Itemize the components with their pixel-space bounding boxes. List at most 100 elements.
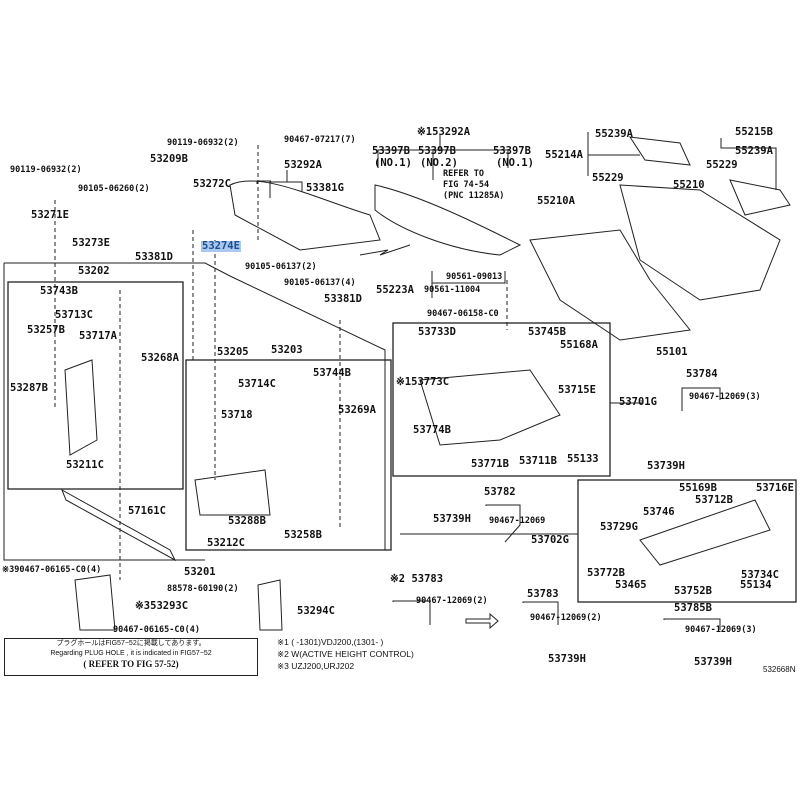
label-90467-12069-2-right: 90467-12069(2): [530, 613, 602, 623]
label-53381G: 53381G: [306, 182, 344, 194]
label-90119-06932-left: 90119-06932(2): [10, 165, 82, 175]
label-53716E: 53716E: [756, 482, 794, 494]
label-53271E: 53271E: [31, 209, 69, 221]
label-53273E: 53273E: [72, 237, 110, 249]
label-55223A: 55223A: [376, 284, 414, 296]
label-53209B: 53209B: [150, 153, 188, 165]
note-3: ※3 UZJ200,URJ202: [277, 661, 355, 671]
label-90467-12069-2-left: 90467-12069(2): [416, 596, 488, 606]
label-90467-06158-c0: 90467-06158-C0: [427, 309, 499, 319]
part-153292A-shape: [374, 184, 522, 256]
part-53711B-shape: [419, 369, 561, 446]
label-53782: 53782: [484, 486, 516, 498]
label-353293C: ※353293C: [135, 600, 189, 612]
part-53212C-shape: [194, 469, 271, 516]
label-53772B: 53772B: [587, 567, 625, 579]
label-53397B-no1-left-suffix: (NO.1): [374, 157, 412, 169]
label-90467-12069-3-bottom: 90467-12069(3): [685, 625, 757, 635]
label-88578-60190: 88578-60190(2): [167, 584, 239, 594]
label-53205: 53205: [217, 346, 249, 358]
label-53397B-no1-right: 53397B: [493, 145, 531, 157]
label-53272C: 53272C: [193, 178, 231, 190]
label-53257B: 53257B: [27, 324, 65, 336]
group-box-53702G: [577, 479, 797, 603]
label-53752B: 53752B: [674, 585, 712, 597]
label-90561-09013: 90561-09013: [446, 272, 503, 282]
label-53287B: 53287B: [10, 382, 48, 394]
part-53712B-shape: [639, 499, 771, 566]
label-53201: 53201: [184, 566, 216, 578]
part-57161C-shape: [61, 488, 177, 562]
note-2: ※2 W(ACTIVE HEIGHT CONTROL): [277, 649, 414, 659]
plug-hole-note-box: プラグホールはFIG57−52に掲載してあります。 Regarding PLUG…: [4, 638, 258, 676]
label-55239A-left: 55239A: [595, 128, 633, 140]
label-53397B-no1-left: 53397B: [372, 145, 410, 157]
label-55215B: 55215B: [735, 126, 773, 138]
label-53739H-a: 53739H: [647, 460, 685, 472]
label-53268A: 53268A: [141, 352, 179, 364]
label-53465: 53465: [615, 579, 647, 591]
arrow-53292A: [359, 244, 411, 256]
note-1: ※1 ( -1301)VDJ200,(1301- ): [277, 637, 384, 647]
label-53202: 53202: [78, 265, 110, 277]
label-55214A: 55214A: [545, 149, 583, 161]
label-53203: 53203: [271, 344, 303, 356]
label-153292A: ※153292A: [417, 126, 471, 138]
label-53397B-no2-suffix: (NO.2): [420, 157, 458, 169]
label-53381D-b: 53381D: [324, 293, 362, 305]
label-53713C: 53713C: [55, 309, 93, 321]
label-53774B: 53774B: [413, 424, 451, 436]
label-90105-06137-2: 90105-06137(2): [245, 262, 317, 272]
label-90467-12069-3-top: 90467-12069(3): [689, 392, 761, 402]
label-153773C: ※153773C: [396, 376, 450, 388]
label-53718: 53718: [221, 409, 253, 421]
label-90467-06165-c0: 90467-06165-C0(4): [113, 625, 200, 635]
label-55133: 55133: [567, 453, 599, 465]
group-box-53202: [7, 281, 184, 490]
part-53211C-shape: [64, 359, 98, 456]
arrow-53783: [465, 612, 499, 630]
label-53746: 53746: [643, 506, 675, 518]
plug-hole-note-reference: ( REFER TO FIG 57-52): [83, 659, 179, 669]
label-55229-left: 55229: [592, 172, 624, 184]
label-53397B-no1-right-suffix: (NO.1): [496, 157, 534, 169]
label-refer-fig-74-54: FIG 74-54: [443, 180, 490, 190]
label-90561-11004: 90561-11004: [424, 285, 481, 295]
label-53715E: 53715E: [558, 384, 596, 396]
part-55214A-shape: [628, 136, 691, 166]
label-53701G: 53701G: [619, 396, 657, 408]
label-53739H-d: 53739H: [694, 656, 732, 668]
label-53258B: 53258B: [284, 529, 322, 541]
label-53712B: 53712B: [695, 494, 733, 506]
label-55239A-right: 55239A: [735, 145, 773, 157]
label-253783: ※2 53783: [390, 573, 444, 585]
label-55229-right: 55229: [706, 159, 738, 171]
plug-hole-note-english: Regarding PLUG HOLE , it is indicated in…: [50, 650, 212, 657]
label-53381D: 53381D: [135, 251, 173, 263]
part-53292A-shape: [229, 180, 381, 251]
label-55168A: 55168A: [560, 339, 598, 351]
label-53292A: 53292A: [284, 159, 322, 171]
figure-id: 532668N: [763, 665, 796, 674]
label-90119-06932-top: 90119-06932(2): [167, 138, 239, 148]
part-53294C-shape: [257, 579, 283, 631]
label-53212C: 53212C: [207, 537, 245, 549]
label-90105-06137-4: 90105-06137(4): [284, 278, 356, 288]
group-box-53203: [185, 359, 392, 551]
label-53739H-b: 53739H: [433, 513, 471, 525]
label-refer-to: REFER TO: [443, 169, 484, 179]
label-55134: 55134: [740, 579, 772, 591]
label-90105-06260: 90105-06260(2): [78, 184, 150, 194]
label-90467-12069: 90467-12069: [489, 516, 546, 526]
group-box-53701G: [392, 322, 611, 477]
label-53274E-highlighted[interactable]: 53274E: [201, 240, 241, 252]
group-box-53201: [3, 263, 205, 561]
label-90467-07217: 90467-07217(7): [284, 135, 356, 145]
group-box-53202-outer: [4, 262, 386, 550]
label-53745B: 53745B: [528, 326, 566, 338]
label-53269A: 53269A: [338, 404, 376, 416]
label-53744B: 53744B: [313, 367, 351, 379]
label-53734C: 53734C: [741, 569, 779, 581]
